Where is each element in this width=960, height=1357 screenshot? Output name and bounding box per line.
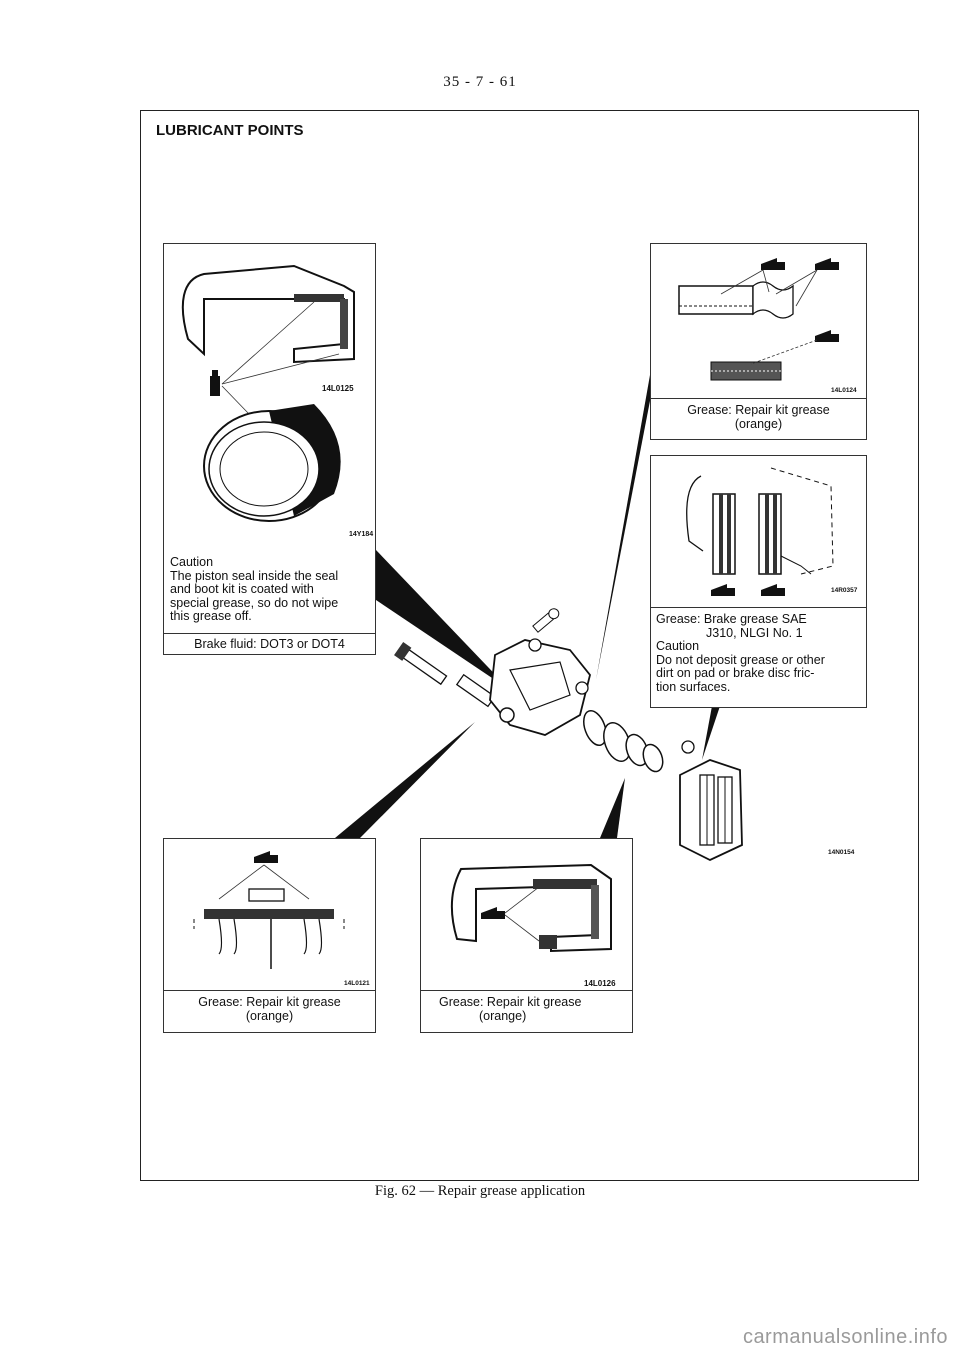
- slide-pin-grease: Grease: Repair kit grease (orange): [651, 403, 866, 431]
- grease-color: (orange): [479, 1008, 527, 1023]
- grease-grade: J310, NLGI No. 1: [706, 625, 803, 640]
- seal-panel: 14L0126 Grease: Repair kit grease (orang…: [420, 838, 633, 1033]
- caution-line: Do not deposit grease or other: [656, 652, 825, 667]
- caliper-bracket-diagram: [679, 740, 743, 861]
- grease-spec: Grease: Repair kit grease: [198, 995, 341, 1009]
- code-14y184: 14Y184: [349, 531, 374, 538]
- caution-line: special grease, so do not wipe: [170, 595, 339, 610]
- caliper-exploded-diagram: [394, 608, 664, 773]
- divider: [651, 398, 866, 399]
- piston-panel: 14L0125 14Y184 Caution The piston seal i…: [163, 243, 376, 655]
- code-14l0126: 14L0126: [584, 979, 616, 988]
- section-title: LUBRICANT POINTS: [156, 122, 304, 139]
- slide-pin-diagram: [678, 258, 839, 381]
- divider: [164, 633, 375, 634]
- divider: [651, 607, 866, 608]
- grease-spec: Grease: Repair kit grease: [439, 995, 582, 1009]
- pads-grease-note: Grease: Brake grease SAE J310, NLGI No. …: [656, 612, 866, 694]
- grease-color: (orange): [245, 1008, 294, 1023]
- piston-caution: Caution The piston seal inside the seal …: [170, 555, 375, 624]
- piston-boot-diagram: [193, 851, 345, 969]
- figure-frame: [140, 110, 919, 1181]
- code-14l0124: 14L0124: [831, 387, 857, 394]
- caution-line: The piston seal inside the seal: [170, 568, 339, 583]
- boot-grease: Grease: Repair kit grease (orange): [164, 995, 375, 1023]
- page-number: 35 - 7 - 61: [443, 74, 517, 90]
- caution-line: this grease off.: [170, 609, 252, 623]
- figure-caption: Fig. 62 — Repair grease application: [374, 1183, 586, 1199]
- brake-pad-diagram: [686, 467, 834, 596]
- caliper-seal-diagram: [450, 863, 612, 953]
- caution-line: and boot kit is coated with: [170, 582, 314, 596]
- caution-title: Caution: [656, 639, 700, 653]
- code-14r0357: 14R0357: [831, 587, 858, 594]
- brake-fluid-spec: Brake fluid: DOT3 or DOT4: [194, 637, 345, 651]
- pads-panel: 14R0357 Grease: Brake grease SAE J310, N…: [650, 455, 867, 708]
- grease-color: (orange): [734, 416, 783, 431]
- code-14l0121: 14L0121: [344, 980, 370, 987]
- code-14l0125: 14L0125: [322, 384, 354, 393]
- seal-grease: Grease: Repair kit grease (orange): [439, 995, 632, 1023]
- grease-spec: Grease: Repair kit grease: [687, 403, 830, 417]
- slide-pin-panel: 14L0124 Grease: Repair kit grease (orang…: [650, 243, 867, 440]
- caution-line: tion surfaces.: [656, 679, 731, 694]
- piston-seal-diagram: [181, 264, 355, 522]
- boot-panel: 14L0121 Grease: Repair kit grease (orang…: [163, 838, 376, 1033]
- divider: [164, 990, 375, 991]
- grease-spec: Grease: Brake grease SAE: [656, 612, 807, 626]
- divider: [421, 990, 632, 991]
- caution-line: dirt on pad or brake disc fric-: [656, 666, 815, 680]
- caution-title: Caution: [170, 555, 214, 569]
- code-14n0154: 14N0154: [828, 849, 855, 856]
- watermark: carmanualsonline.info: [742, 1326, 948, 1348]
